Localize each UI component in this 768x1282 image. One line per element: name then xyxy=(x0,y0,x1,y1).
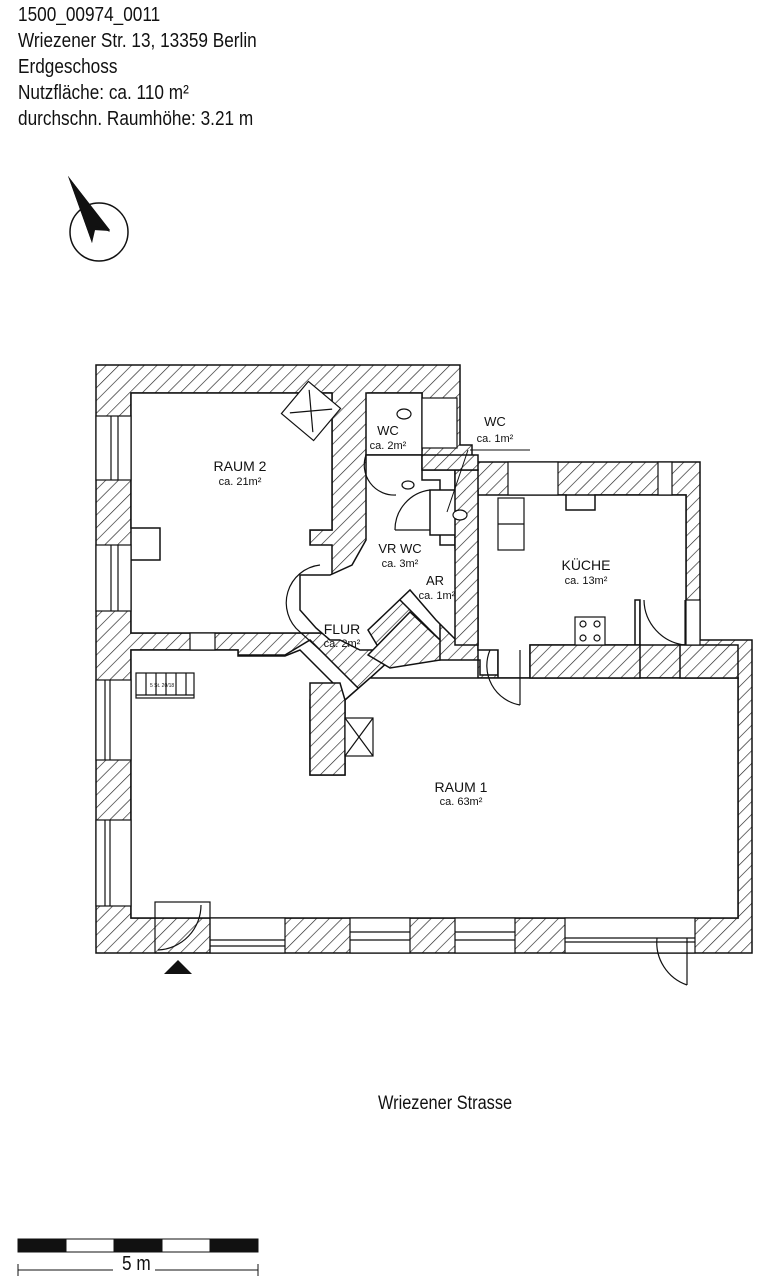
scale-segment xyxy=(209,1238,259,1253)
room-floors xyxy=(130,392,739,919)
stair-note: 5 St. 20/18 xyxy=(150,683,174,689)
scale-bar xyxy=(17,1238,259,1276)
room-name-flur: FLUR xyxy=(324,621,361,637)
fixtures: 5 St. 20/18 xyxy=(135,380,606,757)
room-area-raum-1: ca. 63m² xyxy=(440,796,483,808)
room-labels: RAUM 2 ca. 21m² WC ca. 2m² WC ca. 1m² VR… xyxy=(214,414,611,808)
room-area-flur: ca. 2m² xyxy=(324,638,361,650)
room-name-raum-2: RAUM 2 xyxy=(214,458,267,474)
plan-id: 1500_00974_0011 xyxy=(18,4,161,26)
scale-label: 5 m xyxy=(122,1253,151,1275)
room-name-kueche: KÜCHE xyxy=(561,556,610,573)
entrance-marker-icon xyxy=(164,960,192,974)
room-floor-kueche xyxy=(477,494,687,679)
room-name-vr-wc: VR WC xyxy=(378,541,421,556)
room-area-kueche: ca. 13m² xyxy=(565,575,608,587)
scale-segment xyxy=(113,1238,163,1253)
room-area-wc-2: ca. 2m² xyxy=(370,440,407,452)
room-area-raum-2: ca. 21m² xyxy=(219,476,262,488)
room-area-wc-1: ca. 1m² xyxy=(477,433,514,445)
ceiling-height: durchschn. Raumhöhe: 3.21 m xyxy=(18,108,254,130)
windows xyxy=(95,415,701,954)
address: Wriezener Str. 13, 13359 Berlin xyxy=(18,30,257,52)
scale-segment xyxy=(65,1238,115,1253)
scale-segment xyxy=(17,1238,67,1253)
label-leader-line xyxy=(446,449,469,513)
room-area-vr-wc: ca. 3m² xyxy=(382,558,419,570)
scale-segment xyxy=(161,1238,211,1253)
doors xyxy=(154,454,688,986)
north-arrow-icon xyxy=(68,176,129,262)
floor-name: Erdgeschoss xyxy=(18,56,118,78)
plan-header: 1500_00974_0011 Wriezener Str. 13, 13359… xyxy=(18,2,257,132)
street-name: Wriezener Strasse xyxy=(378,1093,513,1114)
room-name-wc-2: WC xyxy=(377,423,399,438)
usable-area: Nutzfläche: ca. 110 m² xyxy=(18,82,189,104)
room-name-ar: AR xyxy=(426,573,444,588)
room-area-ar: ca. 1m² xyxy=(419,590,456,602)
room-name-wc-1: WC xyxy=(484,414,506,429)
room-name-raum-1: RAUM 1 xyxy=(435,779,488,795)
